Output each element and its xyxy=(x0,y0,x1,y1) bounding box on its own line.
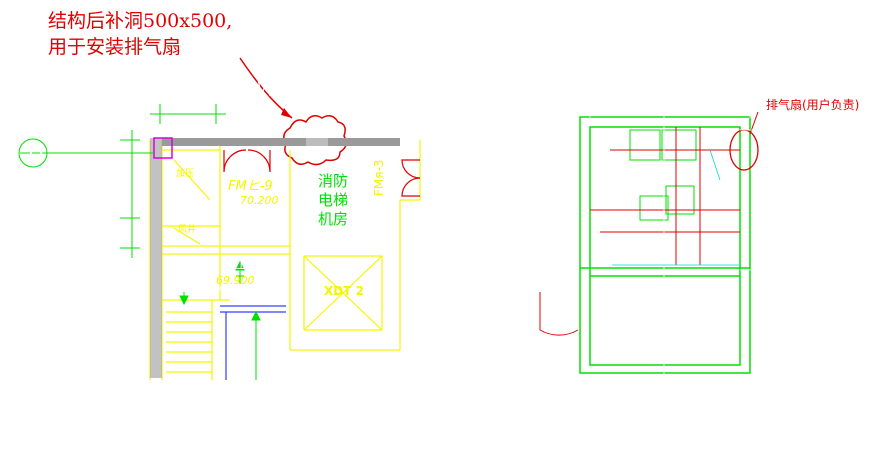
fan-label: 排气扇(用户负责) xyxy=(766,98,860,112)
room-label: 消防 电梯 机房 xyxy=(318,172,348,229)
annotation-arrowhead xyxy=(281,108,292,118)
annotation-line-1: 结构后补洞500x500, xyxy=(48,10,233,32)
column-marker xyxy=(153,137,173,159)
dim-side-upper: 1700 xyxy=(106,154,122,190)
room-label-line-1: 消防 xyxy=(318,172,349,190)
left-caption: 写字楼消防电梯机房平面图 xyxy=(170,414,351,432)
revision-cloud xyxy=(283,115,347,166)
red-doors xyxy=(223,149,421,197)
right-caption: 电梯资料机房平面图 xyxy=(600,427,736,445)
wechat-logo-icon xyxy=(741,419,769,441)
left-caption-underline xyxy=(160,434,390,436)
door-label-fmb: FMヒ-9 xyxy=(228,179,273,194)
axis-label-d: D xyxy=(28,141,44,165)
stair-down-label: 下 xyxy=(184,290,195,303)
elev-marker-upper xyxy=(232,205,252,217)
room-label-line-3: 机房 xyxy=(318,210,349,228)
equipment-label: XDT 2 xyxy=(324,284,364,298)
blue-lines xyxy=(220,305,286,380)
dim-top: 1400 xyxy=(170,96,206,112)
hole-opening xyxy=(306,138,328,146)
right-plan-dims xyxy=(535,72,790,392)
top-wall-band xyxy=(162,138,400,146)
left-wall-band xyxy=(150,138,162,378)
watermark: 机电人脉 xyxy=(770,418,842,444)
stair-up-label: 上 xyxy=(236,258,247,271)
shaft-label-2: 风井 xyxy=(178,225,197,235)
elevation-upper: 70.200 xyxy=(240,194,279,207)
green-lines xyxy=(18,104,261,380)
right-caption-underline xyxy=(596,446,746,448)
right-plan-walls xyxy=(579,116,751,374)
watermark-label: 机电人脉 xyxy=(770,422,842,443)
dim-side-lower: 800 xyxy=(108,219,124,246)
elev-marker-lower xyxy=(216,286,238,298)
shaft-label-1: 加压 xyxy=(176,169,195,179)
annotation-line-2: 用于安装排气扇 xyxy=(48,36,182,58)
right-plan-red xyxy=(539,111,759,336)
left-walls xyxy=(94,79,438,390)
elevation-lower: 69.900 xyxy=(216,274,255,287)
door-label-fm: FMя-3 xyxy=(372,159,386,196)
room-label-line-2: 电梯 xyxy=(318,191,349,209)
